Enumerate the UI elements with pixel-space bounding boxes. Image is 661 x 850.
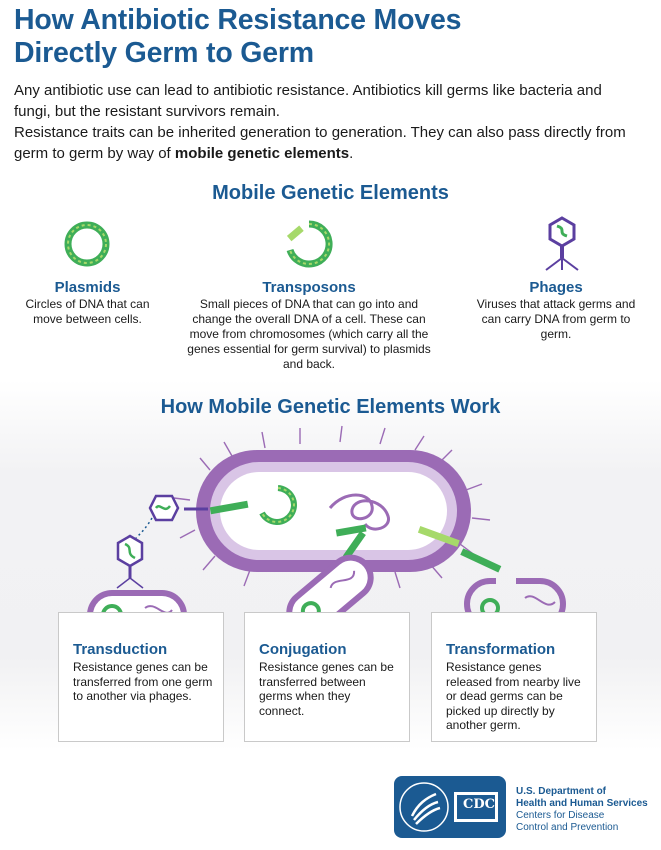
transposons-title: Transposons xyxy=(262,279,356,296)
cdc-logo-text: CDC xyxy=(463,797,495,812)
transduction-box: Transduction Resistance genes can be tra… xyxy=(58,612,224,742)
phages-title: Phages xyxy=(529,279,583,296)
intro-p2-bold: mobile genetic elements xyxy=(174,145,350,162)
intro-paragraph-1: Any antibiotic use can lead to antibioti… xyxy=(14,82,602,120)
work-heading: How Mobile Genetic Elements Work xyxy=(160,396,501,418)
phage-icon xyxy=(545,216,579,271)
mge-item-phages: Phages Viruses that attack germs and can… xyxy=(476,279,636,342)
title-line-2: Directly Germ to Germ xyxy=(14,37,314,69)
mge-heading: Mobile Genetic Elements xyxy=(212,182,449,204)
transformation-title: Transformation xyxy=(446,641,556,658)
plasmids-title: Plasmids xyxy=(54,279,121,296)
transduction-desc: Resistance genes can be transferred from… xyxy=(73,660,213,703)
hhs-seal-icon xyxy=(399,782,449,832)
cdc-line-1: Centers for Disease xyxy=(516,810,605,821)
transposons-desc: Small pieces of DNA that can go into and… xyxy=(187,297,431,371)
page-title: How Antibiotic Resistance Moves Directly… xyxy=(14,4,574,70)
intro-p2-text: Resistance traits can be inherited gener… xyxy=(14,124,626,162)
transformation-box: Transformation Resistance genes released… xyxy=(431,612,597,742)
conjugation-desc: Resistance genes can be transferred betw… xyxy=(259,660,394,718)
mge-item-transposons: Transposons Small pieces of DNA that can… xyxy=(184,279,434,372)
mge-item-plasmids: Plasmids Circles of DNA that can move be… xyxy=(10,279,165,327)
plasmid-icon xyxy=(64,221,110,267)
phages-desc: Viruses that attack germs and can carry … xyxy=(476,297,636,341)
plasmids-desc: Circles of DNA that can move between cel… xyxy=(25,297,150,326)
transformation-desc: Resistance genes released from nearby li… xyxy=(446,660,581,732)
intro-p2-end: . xyxy=(349,145,354,162)
hhs-line-2: Health and Human Services xyxy=(516,798,648,809)
transposon-icon xyxy=(286,220,333,268)
footer-logos xyxy=(394,776,506,838)
title-line-1: How Antibiotic Resistance Moves xyxy=(14,4,462,36)
footer-agency-text: U.S. Department of Health and Human Serv… xyxy=(516,786,648,834)
phage-lower xyxy=(116,534,144,589)
conjugation-box: Conjugation Resistance genes can be tran… xyxy=(244,612,410,742)
pili-lines xyxy=(173,425,491,589)
phage-attached xyxy=(148,494,208,522)
cdc-line-2: Control and Prevention xyxy=(516,822,619,833)
conjugation-title: Conjugation xyxy=(259,641,347,658)
transduction-title: Transduction xyxy=(73,641,168,658)
mge-illustration xyxy=(87,425,566,640)
intro-paragraph-2: Resistance traits can be inherited gener… xyxy=(14,122,634,164)
hhs-line-1: U.S. Department of xyxy=(516,786,607,797)
